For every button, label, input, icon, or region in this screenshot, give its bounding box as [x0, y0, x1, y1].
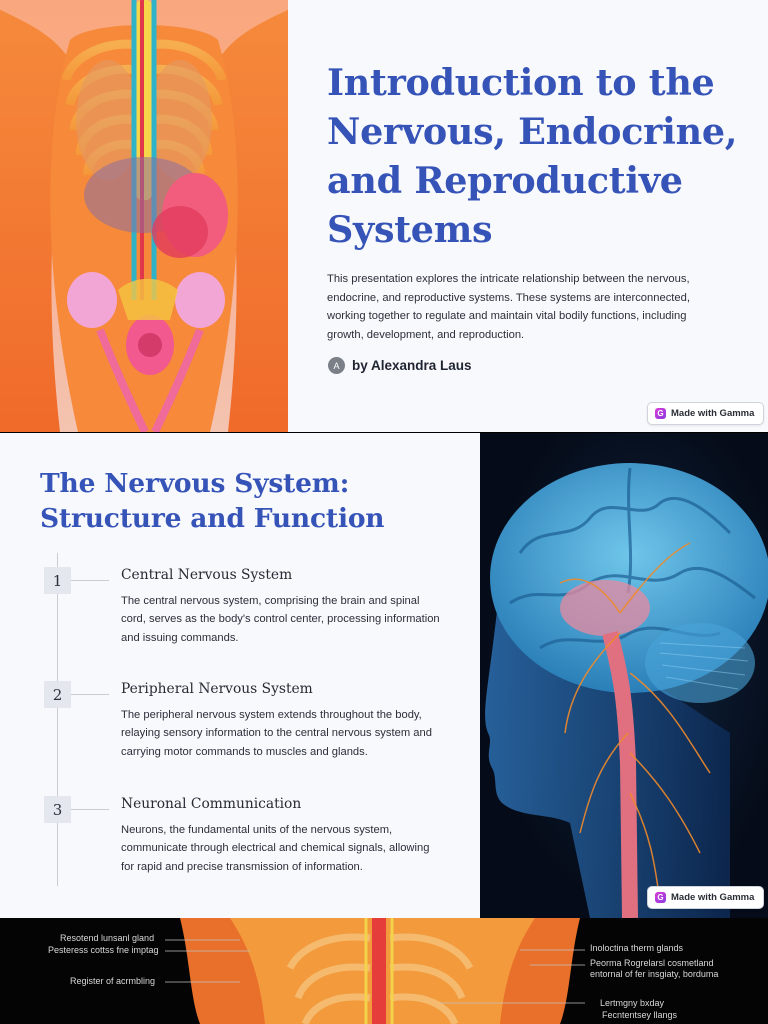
anatomy-illustration — [0, 0, 288, 432]
annotation-label: Resotend lunsanl gland — [60, 933, 155, 943]
annotation-label: Pesteress cottss fne imptag — [48, 945, 159, 955]
title-line: and Reproductive — [327, 159, 683, 202]
brain-image — [485, 463, 768, 918]
slide-description: This presentation explores the intricate… — [327, 273, 690, 341]
step-number: 2 — [44, 681, 71, 708]
title-line: Systems — [327, 208, 493, 251]
annotation-label: Fecntentsey llangs — [602, 1010, 678, 1020]
anatomy-image — [0, 0, 288, 432]
slide-labeled-anatomy: Resotend lunsanl gland Pesteress cottss … — [0, 918, 768, 1024]
slide-title-heading: Introduction to the Nervous, Endocrine, … — [327, 58, 747, 254]
badge-label: Made with Gamma — [671, 408, 755, 419]
title-line: Introduction to the — [327, 61, 715, 104]
labeled-anatomy-image — [165, 918, 585, 1024]
annotation-label: Peorma Rogrelarsl cosmetland — [590, 958, 714, 968]
timeline-line — [57, 553, 58, 886]
badge-label: Made with Gamma — [671, 892, 755, 903]
step-connector — [71, 694, 109, 695]
step-connector — [71, 809, 109, 810]
annotation-label: Register of acrmbling — [70, 976, 156, 986]
slide-title: Introduction to the Nervous, Endocrine, … — [0, 0, 768, 432]
title-line: Structure and Function — [40, 503, 385, 534]
step-number: 3 — [44, 796, 71, 823]
author-byline: A by Alexandra Laus — [328, 357, 472, 374]
annotation-label: Inoloctina therm glands — [590, 943, 684, 953]
avatar: A — [328, 357, 345, 374]
annotation-label: Lertmgny bxday — [600, 998, 665, 1008]
title-line: Nervous, Endocrine, — [327, 110, 738, 153]
annotation-label: entornal of fer insgiaty, borduma — [590, 969, 719, 979]
step-connector — [71, 580, 109, 581]
step-title: Neuronal Communication — [121, 796, 302, 812]
made-with-gamma-button[interactable]: G Made with Gamma — [647, 886, 765, 909]
nervous-system-heading: The Nervous System: Structure and Functi… — [40, 466, 460, 536]
brain-illustration — [480, 433, 768, 918]
step-number: 1 — [44, 567, 71, 594]
title-line: The Nervous System: — [40, 468, 350, 499]
gamma-logo-icon: G — [655, 892, 666, 903]
step-body: The central nervous system, comprising t… — [121, 595, 440, 644]
step-title: Peripheral Nervous System — [121, 681, 313, 697]
step-body: Neurons, the fundamental units of the ne… — [121, 824, 430, 873]
gamma-logo-icon: G — [655, 408, 666, 419]
step-title: Central Nervous System — [121, 567, 293, 583]
made-with-gamma-button[interactable]: G Made with Gamma — [647, 402, 765, 425]
author-name: by Alexandra Laus — [352, 358, 472, 373]
step-body: The peripheral nervous system extends th… — [121, 709, 432, 758]
